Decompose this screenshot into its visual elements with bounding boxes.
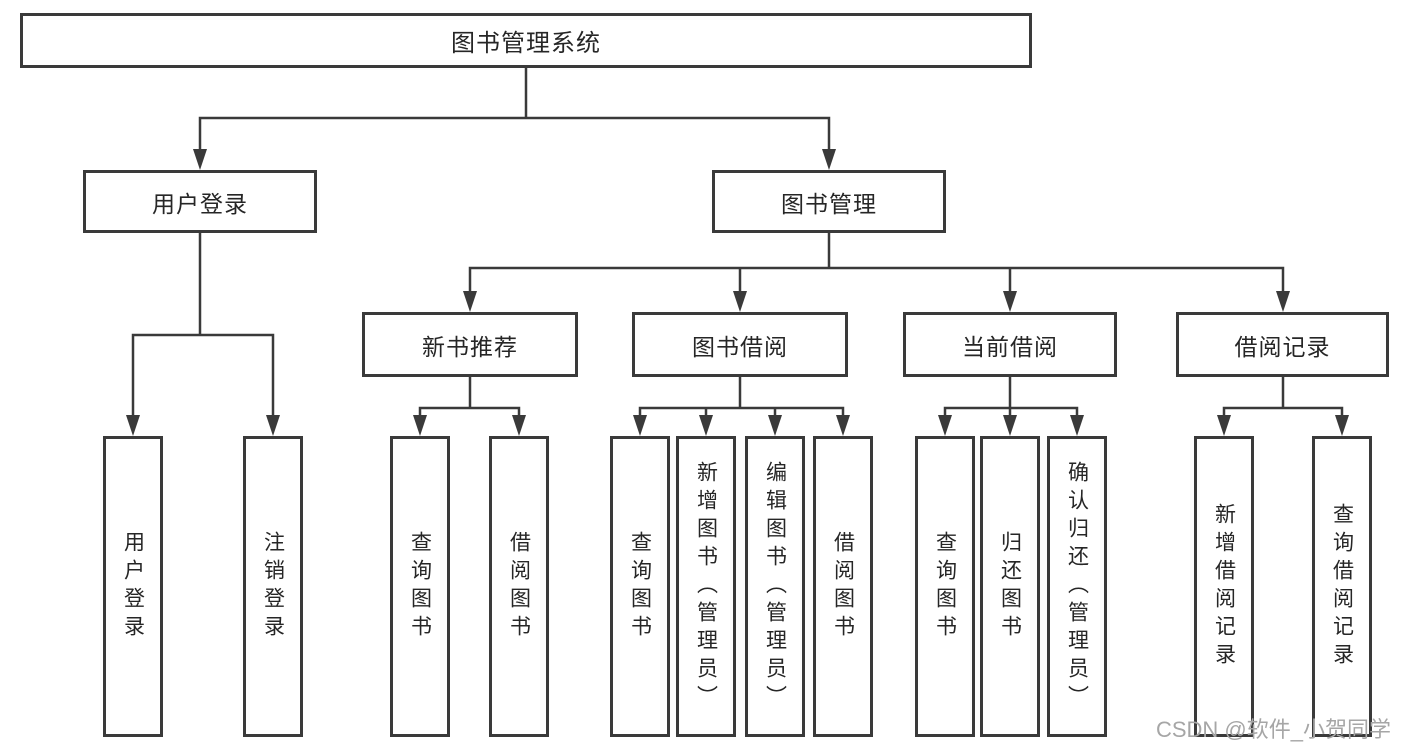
arrowhead	[1003, 291, 1017, 312]
leaf-confirm-return-admin-label: 确认归还（管理员）	[1065, 460, 1089, 713]
node-book-borrow: 图书借阅	[632, 312, 848, 377]
leaf-query-book-3: 查询图书	[915, 436, 975, 737]
node-user-login: 用户登录	[83, 170, 317, 233]
leaf-user-login-label: 用户登录	[121, 530, 145, 643]
leaf-add-book-admin-label: 新增图书（管理员）	[694, 460, 718, 713]
node-book-borrow-label: 图书借阅	[692, 333, 788, 360]
leaf-logout: 注销登录	[243, 436, 303, 737]
leaf-return-book: 归还图书	[980, 436, 1040, 737]
arrowhead	[633, 415, 647, 436]
arrowhead	[1003, 415, 1017, 436]
arrowhead	[768, 415, 782, 436]
arrowhead	[733, 291, 747, 312]
leaf-add-borrow-record: 新增借阅记录	[1194, 436, 1254, 737]
arrowhead	[699, 415, 713, 436]
leaf-add-borrow-record-label: 新增借阅记录	[1212, 502, 1236, 671]
node-current-borrow-label: 当前借阅	[962, 333, 1058, 360]
leaf-query-book-2: 查询图书	[610, 436, 670, 737]
connector-user-login-branch	[131, 233, 275, 416]
node-user-login-label: 用户登录	[152, 190, 248, 217]
leaf-query-borrow-record-label: 查询借阅记录	[1330, 502, 1354, 671]
node-new-book-recommend-label: 新书推荐	[422, 333, 518, 360]
connector-current-borrow-branch	[943, 377, 1079, 416]
arrowhead	[836, 415, 850, 436]
node-book-management: 图书管理	[712, 170, 946, 233]
leaf-add-book-admin: 新增图书（管理员）	[676, 436, 736, 737]
leaf-confirm-return-admin: 确认归还（管理员）	[1047, 436, 1107, 737]
arrowhead	[512, 415, 526, 436]
node-root: 图书管理系统	[20, 13, 1032, 68]
arrowhead	[463, 291, 477, 312]
connector-book-mgmt-branch	[468, 233, 1285, 292]
connector-level2-branch	[198, 116, 831, 150]
arrowhead	[1070, 415, 1084, 436]
node-new-book-recommend: 新书推荐	[362, 312, 578, 377]
leaf-borrow-book-2-label: 借阅图书	[831, 530, 855, 643]
leaf-borrow-book-2: 借阅图书	[813, 436, 873, 737]
arrowheads	[126, 149, 1349, 436]
arrowhead	[266, 415, 280, 436]
leaf-edit-book-admin: 编辑图书（管理员）	[745, 436, 805, 737]
node-current-borrow: 当前借阅	[903, 312, 1117, 377]
connector-new-book-branch	[418, 377, 521, 416]
connector-borrow-records-branch	[1222, 377, 1344, 416]
arrowhead	[126, 415, 140, 436]
leaf-query-borrow-record: 查询借阅记录	[1312, 436, 1372, 737]
arrowhead	[193, 149, 207, 170]
arrowhead	[1335, 415, 1349, 436]
leaf-borrow-book-1-label: 借阅图书	[507, 530, 531, 643]
node-borrow-records: 借阅记录	[1176, 312, 1389, 377]
arrowhead	[938, 415, 952, 436]
leaf-query-book-1-label: 查询图书	[408, 530, 432, 643]
arrowhead	[1217, 415, 1231, 436]
csdn-watermark: CSDN @软件_小贺同学	[1155, 717, 1391, 742]
leaf-borrow-book-1: 借阅图书	[489, 436, 549, 737]
leaf-query-book-2-label: 查询图书	[628, 530, 652, 643]
arrowhead	[1276, 291, 1290, 312]
arrowhead	[822, 149, 836, 170]
leaf-query-book-1: 查询图书	[390, 436, 450, 737]
node-book-management-label: 图书管理	[781, 190, 877, 217]
leaf-return-book-label: 归还图书	[998, 530, 1022, 643]
node-root-label: 图书管理系统	[451, 30, 601, 57]
node-borrow-records-label: 借阅记录	[1234, 333, 1331, 360]
leaf-query-book-3-label: 查询图书	[933, 530, 957, 643]
leaf-logout-label: 注销登录	[261, 530, 285, 643]
leaf-user-login: 用户登录	[103, 436, 163, 737]
connector-book-borrow-branch	[638, 377, 845, 416]
arrowhead	[413, 415, 427, 436]
leaf-edit-book-admin-label: 编辑图书（管理员）	[763, 460, 787, 713]
